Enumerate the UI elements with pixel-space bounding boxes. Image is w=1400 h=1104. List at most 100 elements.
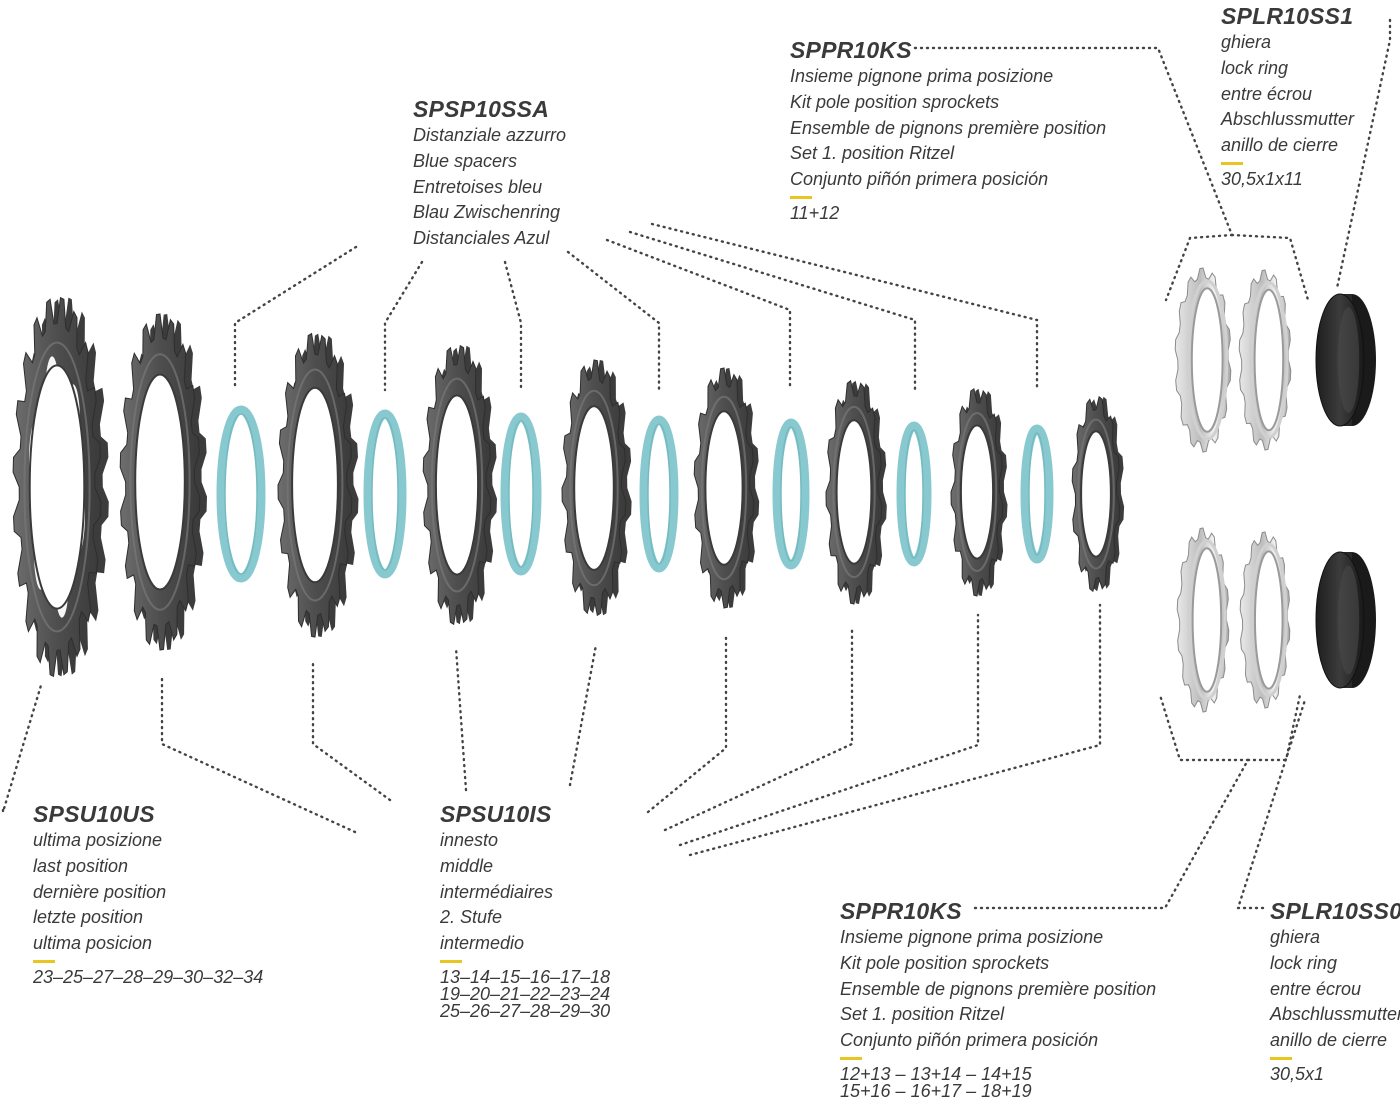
size-line: 12+13 – 13+14 – 14+15 bbox=[840, 1063, 1032, 1084]
callout-line: anillo de cierre bbox=[1221, 135, 1339, 156]
lock-ring-black bbox=[1315, 293, 1376, 427]
callout-spsp10ssa: SPSP10SSA Distanziale azzurro Blue space… bbox=[413, 95, 566, 252]
size-list: 11+12 bbox=[790, 204, 1106, 222]
leader-line bbox=[1230, 233, 1310, 302]
size-list: 13–14–15–16–17–18 19–20–21–22–23–24 25–2… bbox=[440, 966, 611, 1021]
callout-line: Kit pole position sprockets bbox=[790, 91, 1000, 112]
callout-line: ghiera bbox=[1270, 927, 1321, 947]
callout-code: SPSP10SSA bbox=[413, 96, 550, 122]
callout-line: 2. Stufe bbox=[440, 907, 503, 928]
leader-line bbox=[646, 634, 728, 814]
sprocket-pole-position bbox=[825, 379, 887, 605]
callout-line: Conjunto piñón primera posición bbox=[790, 169, 1049, 190]
callout-line: ultima posizione bbox=[33, 830, 163, 850]
callout-code: SPPR10KS bbox=[840, 898, 962, 924]
size-line: 15+16 – 16+17 – 18+19 bbox=[840, 1080, 1032, 1101]
callout-line: Blue spacers bbox=[413, 150, 518, 171]
callout-line: middle bbox=[440, 855, 494, 876]
accent-bar bbox=[440, 959, 462, 963]
parts-layer bbox=[12, 267, 1376, 713]
callout-line: ultima posicion bbox=[33, 933, 153, 954]
sprocket-last-position bbox=[12, 296, 109, 678]
callout-line: dernière position bbox=[33, 881, 167, 902]
leader-line bbox=[1164, 233, 1234, 302]
sprocket-middle bbox=[277, 332, 359, 638]
blue-spacer bbox=[500, 412, 542, 576]
callout-line: Abschlussmutter bbox=[1221, 109, 1355, 130]
callout-spsu10us: SPSU10US ultima posizione last position … bbox=[33, 800, 263, 986]
accent-bar bbox=[840, 1056, 862, 1060]
callout-code: SPLR10SS0 bbox=[1270, 898, 1400, 924]
leader-line bbox=[688, 603, 1102, 857]
callout-line: ghiera bbox=[1221, 32, 1272, 52]
callout-line: lock ring bbox=[1270, 952, 1338, 973]
blue-spacer bbox=[1020, 424, 1054, 564]
size-line: 25–26–27–28–29–30 bbox=[440, 1000, 611, 1021]
callout-line: letzte position bbox=[33, 907, 144, 928]
blue-spacer bbox=[216, 405, 266, 583]
leader-line bbox=[678, 613, 980, 847]
leader-line bbox=[1236, 698, 1307, 910]
callout-splr10ss0: SPLR10SS0 ghiera lock ring entre écrou A… bbox=[1270, 897, 1400, 1083]
sprocket-middle bbox=[422, 344, 497, 626]
callout-line: last position bbox=[33, 855, 129, 876]
blue-spacer bbox=[896, 421, 932, 567]
callout-line: Distanziale azzurro bbox=[413, 125, 567, 145]
leader-line bbox=[973, 758, 1250, 910]
callout-code: SPPR10KS bbox=[790, 37, 912, 63]
leader-line bbox=[454, 646, 468, 792]
leader-line bbox=[1158, 693, 1250, 762]
callout-line: Blau Zwischenring bbox=[413, 202, 561, 223]
callout-line: Kit pole position sprockets bbox=[840, 952, 1050, 973]
pole-position-sprocket-silver bbox=[1238, 269, 1292, 451]
callout-line: entre écrou bbox=[1221, 83, 1313, 104]
blue-spacer bbox=[639, 415, 679, 573]
callout-line: Insieme pignone prima posizione bbox=[790, 66, 1054, 86]
size-line: 30,5x1 bbox=[1270, 1063, 1325, 1084]
leader-line bbox=[628, 230, 917, 392]
leader-line bbox=[503, 260, 523, 392]
accent-bar bbox=[1270, 1056, 1292, 1060]
callout-spsu10is: SPSU10IS innesto middle intermédiaires 2… bbox=[440, 800, 610, 1020]
leader-line bbox=[1246, 693, 1302, 762]
leader-line bbox=[650, 222, 1039, 392]
leader-line bbox=[566, 250, 661, 392]
callout-line: lock ring bbox=[1221, 57, 1289, 78]
callout-line: intermédiaires bbox=[440, 881, 554, 902]
callout-line: Ensemble de pignons première position bbox=[790, 117, 1107, 138]
callout-sppr10ks-top: SPPR10KS Insieme pignone prima posizione… bbox=[790, 36, 1106, 222]
callout-line: Abschlussmutter bbox=[1270, 1004, 1400, 1025]
blue-spacer bbox=[363, 409, 407, 579]
size-list: 30,5x1x11 bbox=[1221, 168, 1354, 189]
leader-line bbox=[383, 260, 424, 392]
leader-line bbox=[568, 643, 598, 787]
callout-line: entre écrou bbox=[1270, 978, 1362, 999]
callout-line: innesto bbox=[440, 830, 499, 850]
size-list: 30,5x1 bbox=[1270, 1063, 1400, 1084]
leader-lines bbox=[1, 18, 1392, 910]
leader-line bbox=[1335, 18, 1392, 290]
callout-line: Conjunto piñón primera posición bbox=[840, 1030, 1099, 1051]
accent-bar bbox=[33, 959, 55, 963]
leader-line bbox=[1, 680, 44, 813]
accent-bar bbox=[1221, 161, 1243, 165]
blue-spacer bbox=[772, 418, 810, 570]
leader-line bbox=[311, 660, 392, 802]
lock-ring-black bbox=[1315, 551, 1376, 689]
leader-line bbox=[663, 626, 854, 832]
callout-code: SPSU10US bbox=[33, 801, 155, 827]
size-line: 30,5x1x11 bbox=[1221, 168, 1303, 189]
size-list: 23–25–27–28–29–30–32–34 bbox=[33, 968, 263, 986]
callout-code: SPSU10IS bbox=[440, 801, 552, 827]
leader-line bbox=[913, 46, 1234, 237]
callout-splr10ss1: SPLR10SS1 ghiera lock ring entre écrou A… bbox=[1221, 2, 1354, 188]
sprocket-pole-position bbox=[693, 367, 760, 609]
pole-position-sprocket-silver bbox=[1239, 531, 1291, 709]
callout-line: Distanciales Azul bbox=[413, 228, 550, 249]
callout-line: Set 1. position Ritzel bbox=[840, 1004, 1005, 1025]
callout-line: intermedio bbox=[440, 933, 525, 954]
size-line: 13–14–15–16–17–18 bbox=[440, 966, 611, 987]
size-line: 19–20–21–22–23–24 bbox=[440, 983, 611, 1004]
